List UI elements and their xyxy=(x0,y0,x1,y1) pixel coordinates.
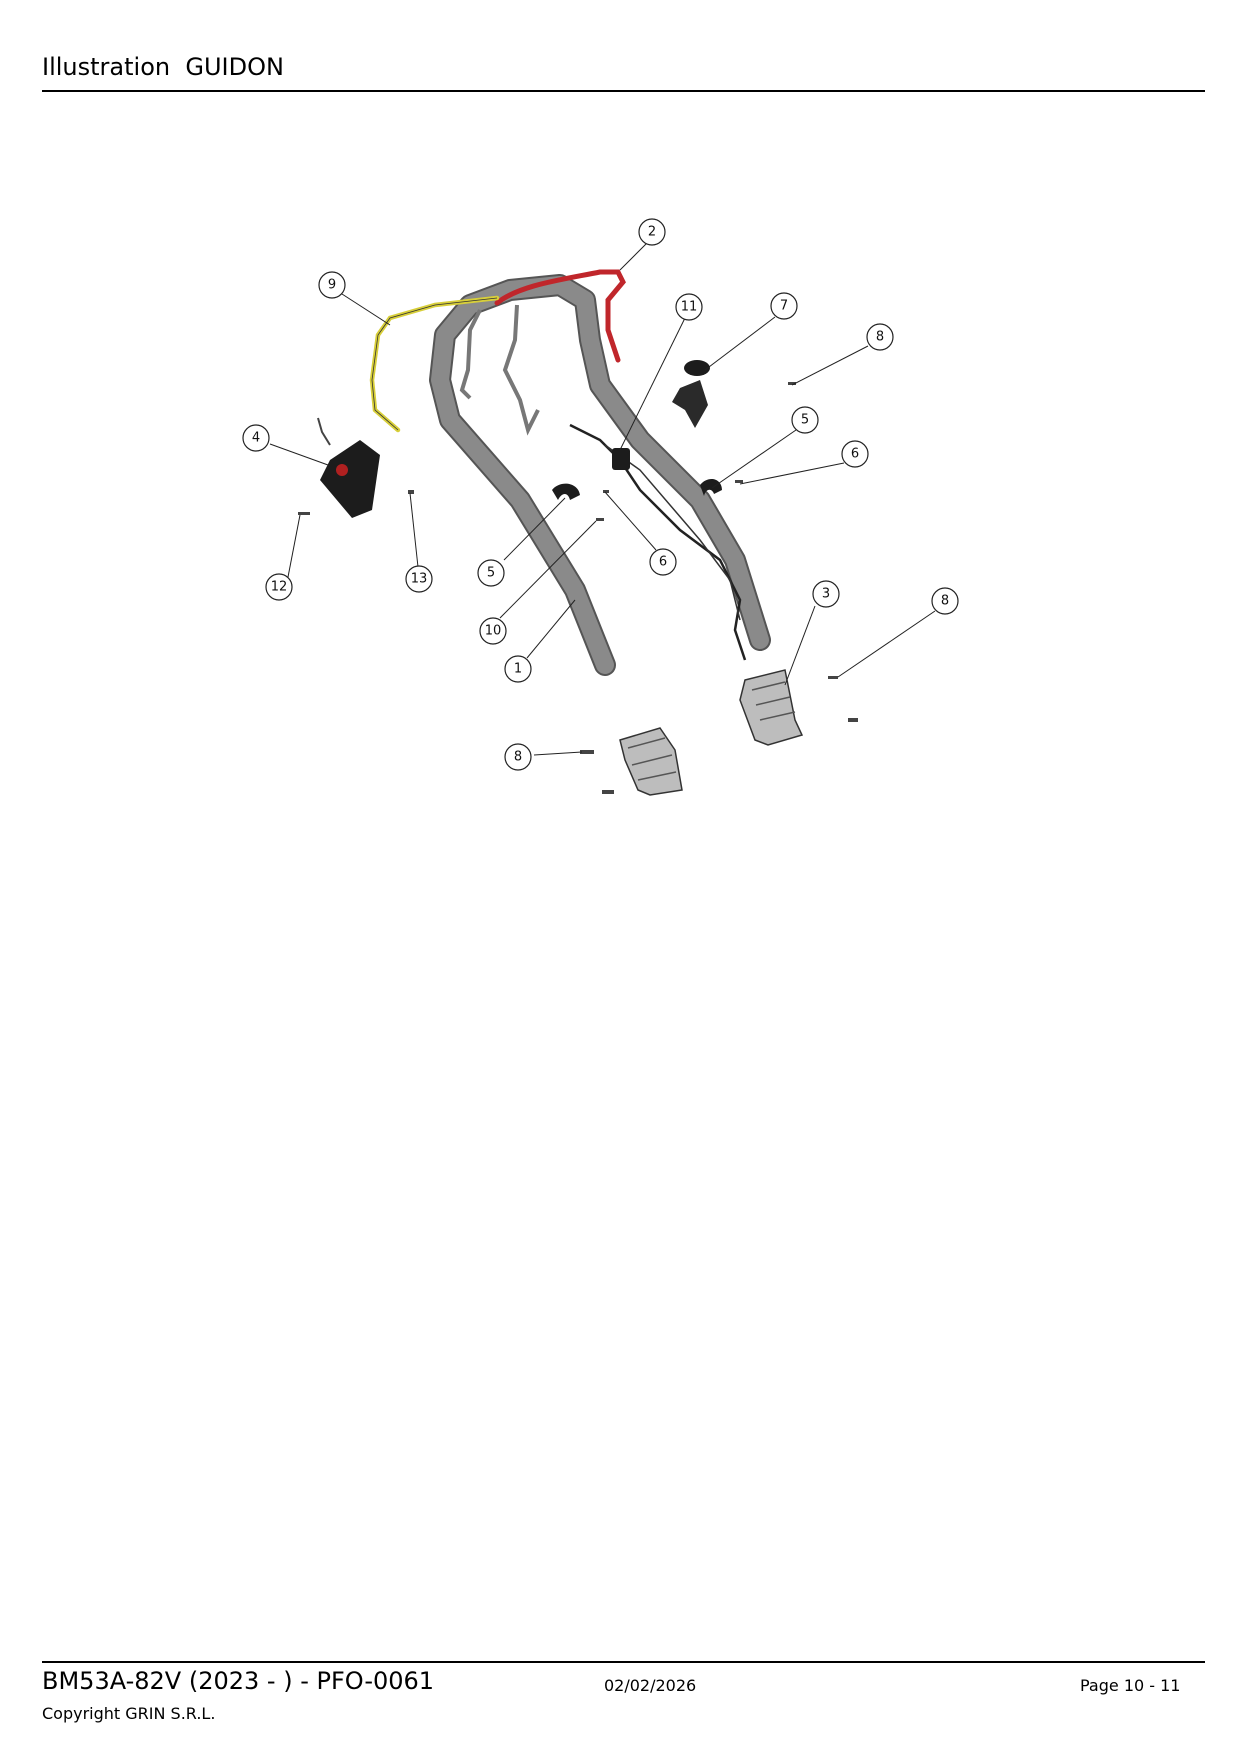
bracket-part xyxy=(672,380,708,428)
cable-grey-2 xyxy=(502,304,540,436)
callout-7: 7 xyxy=(770,292,798,320)
page-title: Illustration GUIDON xyxy=(42,53,284,81)
svg-text:1: 1 xyxy=(514,662,522,677)
callout-6-right: 6 xyxy=(841,440,869,468)
svg-text:3: 3 xyxy=(822,587,830,602)
cable-red xyxy=(494,269,626,363)
svg-text:10: 10 xyxy=(485,624,502,639)
svg-text:5: 5 xyxy=(801,413,809,428)
svg-text:8: 8 xyxy=(876,330,884,345)
svg-text:8: 8 xyxy=(514,750,522,765)
controller-box xyxy=(320,440,380,518)
svg-text:8: 8 xyxy=(941,594,949,609)
callout-8-right: 8 xyxy=(931,587,959,615)
footer-model: BM53A-82V (2023 - ) - PFO-0061 xyxy=(42,1667,435,1695)
controller-red-button xyxy=(336,464,348,476)
callout-1: 1 xyxy=(504,655,532,683)
grip-housing-right xyxy=(739,669,804,746)
knob-part xyxy=(684,360,710,376)
callout-3: 3 xyxy=(812,580,840,608)
footer-copyright: Copyright GRIN S.R.L. xyxy=(42,1704,216,1723)
callout-4: 4 xyxy=(242,424,270,452)
callout-2: 2 xyxy=(638,218,666,246)
svg-text:2: 2 xyxy=(648,225,656,240)
footer-page-number: Page 10 - 11 xyxy=(1080,1676,1181,1695)
svg-text:6: 6 xyxy=(659,555,667,570)
svg-text:11: 11 xyxy=(681,300,698,315)
callout-6-left: 6 xyxy=(649,548,677,576)
callout-8-bottom: 8 xyxy=(504,743,532,771)
cable-grey xyxy=(459,309,482,400)
svg-text:4: 4 xyxy=(252,431,260,446)
controller-wire xyxy=(317,417,331,446)
callout-12: 12 xyxy=(265,573,293,601)
svg-text:12: 12 xyxy=(271,580,288,595)
leader-lines xyxy=(269,241,936,756)
callout-5-left: 5 xyxy=(477,559,505,587)
svg-text:7: 7 xyxy=(780,299,788,314)
svg-text:13: 13 xyxy=(411,572,428,587)
svg-text:6: 6 xyxy=(851,447,859,462)
screws xyxy=(298,382,858,794)
callout-9: 9 xyxy=(318,271,346,299)
clip-part-center xyxy=(552,483,580,500)
header-divider xyxy=(42,90,1205,92)
footer-date: 02/02/2026 xyxy=(604,1676,697,1695)
grip-housing-left xyxy=(619,727,683,796)
callout-13: 13 xyxy=(405,565,433,593)
clip-part-right xyxy=(700,478,722,496)
svg-text:5: 5 xyxy=(487,566,495,581)
connector-part xyxy=(612,448,630,470)
callout-10: 10 xyxy=(479,617,507,645)
footer-divider xyxy=(42,1661,1205,1663)
callout-11: 11 xyxy=(675,293,703,321)
svg-text:9: 9 xyxy=(328,278,336,293)
callout-8-top: 8 xyxy=(866,323,894,351)
callout-5-right: 5 xyxy=(791,406,819,434)
cable-yellow-edge xyxy=(371,297,498,431)
